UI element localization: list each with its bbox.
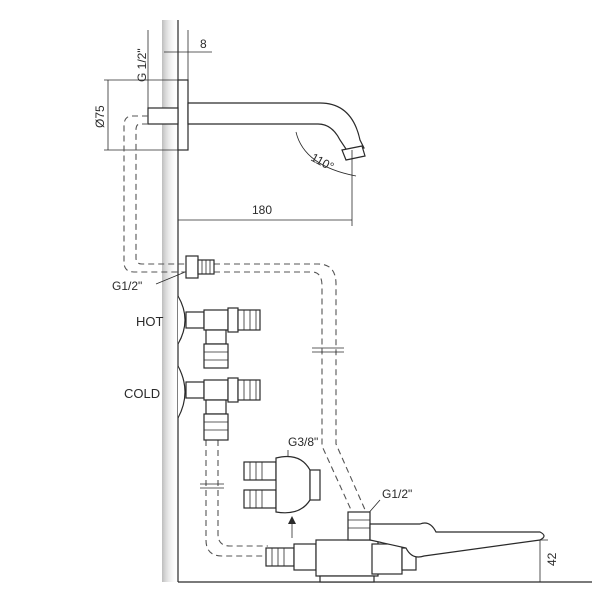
mix-inlet-top bbox=[243, 461, 277, 481]
hose-pedal-outer bbox=[214, 263, 367, 513]
cold-label: COLD bbox=[124, 386, 160, 401]
hoses bbox=[123, 115, 367, 557]
spout-rosette bbox=[177, 79, 189, 151]
cold-valve bbox=[177, 365, 261, 441]
dim-pedal-height: 42 bbox=[545, 552, 559, 566]
dim-thread-valve: G3/8" bbox=[288, 435, 318, 449]
cold-escutcheon bbox=[177, 365, 186, 419]
cold-thread bbox=[237, 379, 261, 401]
wall-spout bbox=[147, 79, 366, 161]
hot-stem bbox=[205, 329, 227, 345]
pedal-top-inlet bbox=[347, 511, 371, 541]
dim-spout-length: 180 bbox=[252, 203, 272, 217]
mix-body bbox=[275, 455, 311, 514]
hot-body bbox=[203, 309, 229, 331]
dim-diameter: Ø75 bbox=[93, 105, 107, 128]
hose-supply-inner bbox=[217, 440, 268, 547]
hose-supply-outer bbox=[205, 440, 268, 557]
mixing-valve bbox=[243, 455, 321, 538]
cold-outlet bbox=[203, 413, 229, 441]
pedal-base bbox=[319, 575, 375, 583]
dim-angle: 110° bbox=[309, 150, 337, 174]
cold-inlet bbox=[185, 381, 205, 399]
arrow-up-icon bbox=[288, 516, 296, 524]
wall-shadow bbox=[162, 20, 178, 582]
inlet-fitting bbox=[185, 255, 215, 279]
dim-thread-inlet: G1/2" bbox=[112, 279, 142, 293]
mix-inlet-bottom bbox=[243, 489, 277, 509]
cold-stem bbox=[205, 399, 227, 415]
mix-cap bbox=[309, 469, 321, 501]
dim-thread-pedal: G1/2" bbox=[382, 487, 412, 501]
hot-nut bbox=[227, 307, 239, 333]
spout-connector bbox=[147, 107, 179, 125]
dim-wall-gap: 8 bbox=[200, 37, 207, 51]
hose-spout-inner bbox=[135, 123, 188, 265]
spout-body bbox=[187, 102, 365, 153]
dim-angle-arc bbox=[295, 131, 357, 177]
pedal-nut bbox=[293, 543, 317, 571]
hot-thread bbox=[237, 309, 261, 331]
hot-valve bbox=[177, 295, 261, 369]
hot-inlet bbox=[185, 311, 205, 329]
pedal-inlet bbox=[265, 547, 295, 567]
cold-nut bbox=[227, 377, 239, 403]
dim-thread-top: G 1/2" bbox=[135, 48, 149, 82]
pedal-valve bbox=[265, 511, 545, 583]
pedal-lever bbox=[369, 522, 545, 558]
pedal-cap bbox=[371, 543, 403, 575]
pedal-body bbox=[315, 539, 379, 577]
hot-escutcheon bbox=[177, 295, 186, 345]
inlet-nut bbox=[185, 255, 199, 279]
cold-body bbox=[203, 379, 229, 401]
hot-label: HOT bbox=[136, 314, 164, 329]
hot-outlet bbox=[203, 343, 229, 369]
spout-outlet bbox=[341, 145, 366, 161]
